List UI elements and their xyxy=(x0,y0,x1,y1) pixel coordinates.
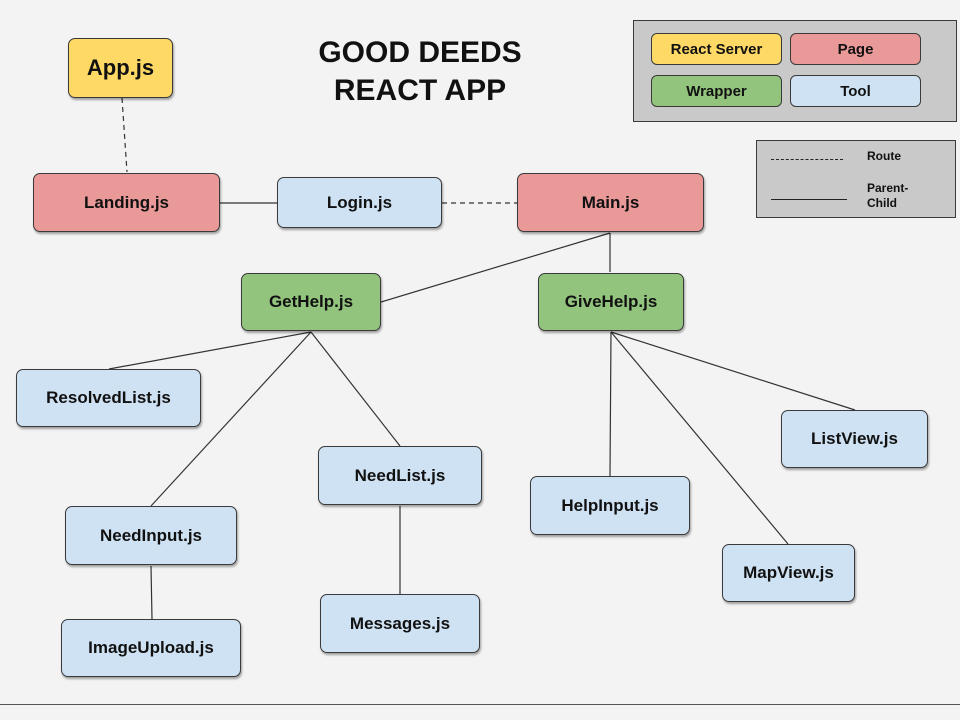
edge-givehelp-listview xyxy=(610,331,856,411)
edge-main-gethelp xyxy=(380,232,611,303)
color-legend: React Server Page Wrapper Tool xyxy=(633,20,957,122)
parent-child-line-sample xyxy=(771,199,847,200)
node-messages-label: Messages.js xyxy=(349,613,451,633)
node-givehelp-label: GiveHelp.js xyxy=(564,292,658,311)
node-login-label: Login.js xyxy=(326,192,393,212)
edge-givehelp-mapview xyxy=(610,331,789,545)
edge-needinput-imageupload xyxy=(150,565,153,620)
edge-givehelp-helpinput xyxy=(609,331,612,477)
node-needinput: NeedInput.js xyxy=(65,506,237,565)
edge-gethelp-needlist xyxy=(310,331,401,447)
node-main: Main.js xyxy=(517,173,704,232)
node-main-label: Main.js xyxy=(581,192,640,212)
node-app: App.js xyxy=(68,38,173,98)
node-listview-label: ListView.js xyxy=(811,429,898,448)
node-mapview-label: MapView.js xyxy=(743,563,834,582)
legend-wrapper-label: Wrapper xyxy=(686,82,747,100)
title-line-1: GOOD DEEDS xyxy=(318,36,522,69)
line-style-key: Route Parent- Child xyxy=(756,140,956,218)
legend-tool-label: Tool xyxy=(840,82,871,100)
diagram-title: GOOD DEEDS REACT APP xyxy=(270,34,570,110)
node-helpinput: HelpInput.js xyxy=(530,476,690,535)
title-line-2: REACT APP xyxy=(333,74,507,107)
legend-react-server: React Server xyxy=(651,33,782,65)
node-imageupload: ImageUpload.js xyxy=(61,619,241,677)
edge-gethelp-resolvedlist xyxy=(108,331,312,370)
node-landing: Landing.js xyxy=(33,173,220,232)
legend-page-label: Page xyxy=(837,40,874,58)
node-needlist: NeedList.js xyxy=(318,446,482,505)
node-givehelp: GiveHelp.js xyxy=(538,273,684,331)
legend-wrapper: Wrapper xyxy=(651,75,782,107)
edge-gethelp-needinput xyxy=(150,331,312,507)
edge-app-landing xyxy=(121,97,128,173)
parent-child-label-2: Child xyxy=(867,196,897,210)
route-line-sample xyxy=(771,159,843,160)
legend-page: Page xyxy=(790,33,921,65)
node-imageupload-label: ImageUpload.js xyxy=(88,638,214,657)
node-listview: ListView.js xyxy=(781,410,928,468)
route-label: Route xyxy=(867,149,901,163)
node-helpinput-label: HelpInput.js xyxy=(561,495,659,515)
node-gethelp-label: GetHelp.js xyxy=(268,292,354,311)
parent-child-label-1: Parent- xyxy=(867,181,909,195)
legend-tool: Tool xyxy=(790,75,921,107)
node-needinput-label: NeedInput.js xyxy=(99,525,202,545)
node-needlist-label: NeedList.js xyxy=(354,465,446,485)
legend-react-server-label: React Server xyxy=(670,40,763,58)
node-login: Login.js xyxy=(277,177,442,228)
node-resolvedlist: ResolvedList.js xyxy=(16,369,201,427)
node-resolvedlist-label: ResolvedList.js xyxy=(46,388,171,407)
bottom-divider xyxy=(0,704,960,705)
node-messages: Messages.js xyxy=(320,594,480,653)
node-app-label: App.js xyxy=(86,55,155,80)
node-gethelp: GetHelp.js xyxy=(241,273,381,331)
node-mapview: MapView.js xyxy=(722,544,855,602)
node-landing-label: Landing.js xyxy=(84,192,169,212)
